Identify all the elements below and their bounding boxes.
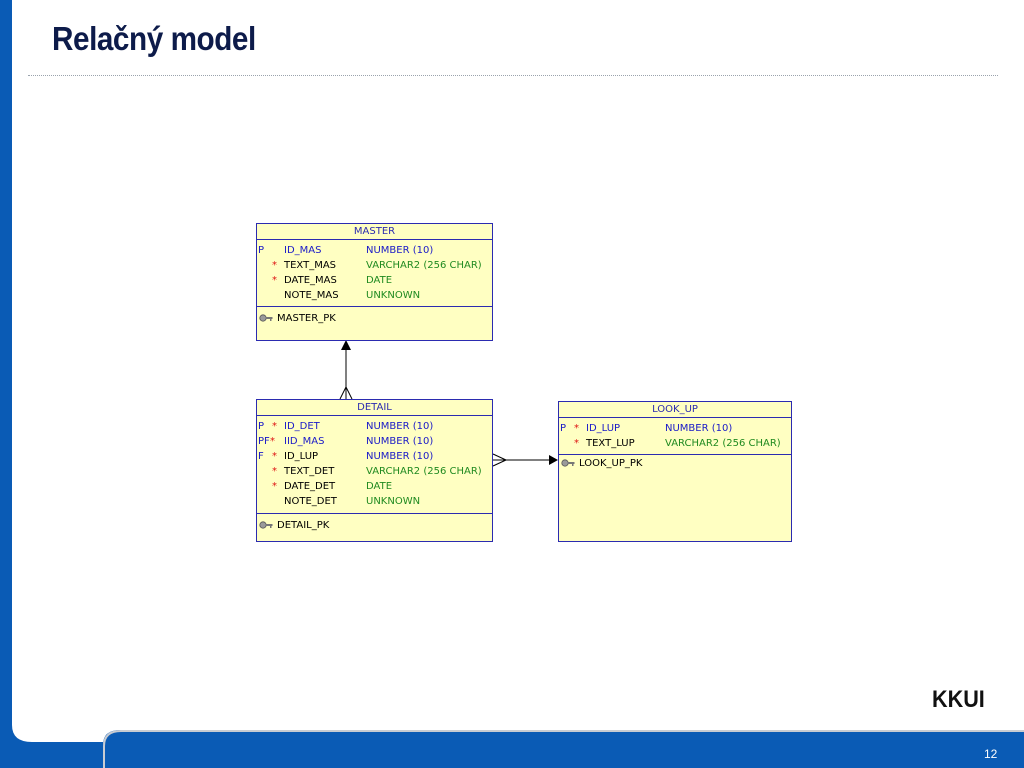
column-name: TEXT_LUP bbox=[586, 438, 635, 449]
column-name: ID_DET bbox=[284, 421, 320, 432]
entity-detail[interactable]: DETAIL P * ID_DET NUMBER (10) PF * IID_M… bbox=[256, 399, 493, 542]
column-row: P * ID_LUP NUMBER (10) bbox=[559, 421, 791, 436]
column-name: NOTE_DET bbox=[284, 496, 337, 507]
page-number: 12 bbox=[984, 747, 998, 761]
entity-master[interactable]: MASTER P ID_MAS NUMBER (10) * TEXT_MAS V… bbox=[256, 223, 493, 341]
column-row: NOTE_MAS UNKNOWN bbox=[257, 288, 492, 303]
key-flag: P bbox=[258, 421, 265, 432]
key-flag: P bbox=[258, 245, 265, 256]
entity-title: MASTER bbox=[257, 224, 492, 240]
entity-look-up[interactable]: LOOK_UP P * ID_LUP NUMBER (10) * TEXT_LU… bbox=[558, 401, 792, 542]
column-row: PF * IID_MAS NUMBER (10) bbox=[257, 434, 492, 449]
column-type: NUMBER (10) bbox=[366, 421, 434, 432]
column-name: NOTE_MAS bbox=[284, 290, 339, 301]
required-marker: * bbox=[272, 260, 277, 271]
column-type: UNKNOWN bbox=[366, 496, 421, 507]
required-marker: * bbox=[272, 451, 277, 462]
column-name: TEXT_MAS bbox=[284, 260, 337, 271]
key-name: MASTER_PK bbox=[277, 313, 336, 324]
key-row: LOOK_UP_PK bbox=[559, 455, 791, 471]
column-row: * TEXT_LUP VARCHAR2 (256 CHAR) bbox=[559, 436, 791, 451]
key-icon bbox=[561, 459, 575, 467]
key-name: DETAIL_PK bbox=[277, 520, 330, 531]
required-marker: * bbox=[270, 436, 275, 447]
column-row: * TEXT_DET VARCHAR2 (256 CHAR) bbox=[257, 464, 492, 479]
slide-title: Relačný model bbox=[52, 20, 256, 57]
column-list: P * ID_LUP NUMBER (10) * TEXT_LUP VARCHA… bbox=[559, 418, 791, 455]
required-marker: * bbox=[574, 438, 579, 449]
brand-label: KKUI bbox=[932, 686, 985, 713]
column-type: NUMBER (10) bbox=[366, 436, 434, 447]
title-divider bbox=[28, 75, 998, 76]
relationship-detail-lookup bbox=[492, 453, 558, 467]
relationship-detail-master bbox=[339, 340, 353, 400]
column-row: F * ID_LUP NUMBER (10) bbox=[257, 449, 492, 464]
required-marker: * bbox=[574, 423, 579, 434]
column-row: P ID_MAS NUMBER (10) bbox=[257, 243, 492, 258]
column-list: P ID_MAS NUMBER (10) * TEXT_MAS VARCHAR2… bbox=[257, 240, 492, 307]
column-list: P * ID_DET NUMBER (10) PF * IID_MAS NUMB… bbox=[257, 416, 492, 514]
entity-title: DETAIL bbox=[257, 400, 492, 416]
column-type: NUMBER (10) bbox=[366, 245, 434, 256]
entity-title: LOOK_UP bbox=[559, 402, 791, 418]
key-row: DETAIL_PK bbox=[257, 514, 492, 533]
column-name: IID_MAS bbox=[284, 436, 325, 447]
column-type: NUMBER (10) bbox=[665, 423, 733, 434]
column-type: DATE bbox=[366, 481, 393, 492]
column-type: VARCHAR2 (256 CHAR) bbox=[665, 438, 781, 449]
column-type: VARCHAR2 (256 CHAR) bbox=[366, 260, 482, 271]
column-type: NUMBER (10) bbox=[366, 451, 434, 462]
key-name: LOOK_UP_PK bbox=[579, 458, 643, 469]
required-marker: * bbox=[272, 275, 277, 286]
key-flag: F bbox=[258, 451, 264, 462]
column-type: UNKNOWN bbox=[366, 290, 421, 301]
column-name: TEXT_DET bbox=[284, 466, 335, 477]
column-name: ID_LUP bbox=[284, 451, 319, 462]
column-type: DATE bbox=[366, 275, 393, 286]
column-row: P * ID_DET NUMBER (10) bbox=[257, 419, 492, 434]
required-marker: * bbox=[272, 421, 277, 432]
key-row: MASTER_PK bbox=[257, 307, 492, 326]
key-icon bbox=[259, 521, 273, 529]
column-name: DATE_DET bbox=[284, 481, 336, 492]
column-row: * TEXT_MAS VARCHAR2 (256 CHAR) bbox=[257, 258, 492, 273]
required-marker: * bbox=[272, 466, 277, 477]
column-name: DATE_MAS bbox=[284, 275, 337, 286]
column-name: ID_MAS bbox=[284, 245, 322, 256]
column-row: NOTE_DET UNKNOWN bbox=[257, 494, 492, 509]
required-marker: * bbox=[272, 481, 277, 492]
key-flag: P bbox=[560, 423, 567, 434]
key-flag: PF bbox=[258, 436, 270, 447]
column-row: * DATE_MAS DATE bbox=[257, 273, 492, 288]
column-name: ID_LUP bbox=[586, 423, 621, 434]
column-row: * DATE_DET DATE bbox=[257, 479, 492, 494]
key-icon bbox=[259, 314, 273, 322]
column-type: VARCHAR2 (256 CHAR) bbox=[366, 466, 482, 477]
